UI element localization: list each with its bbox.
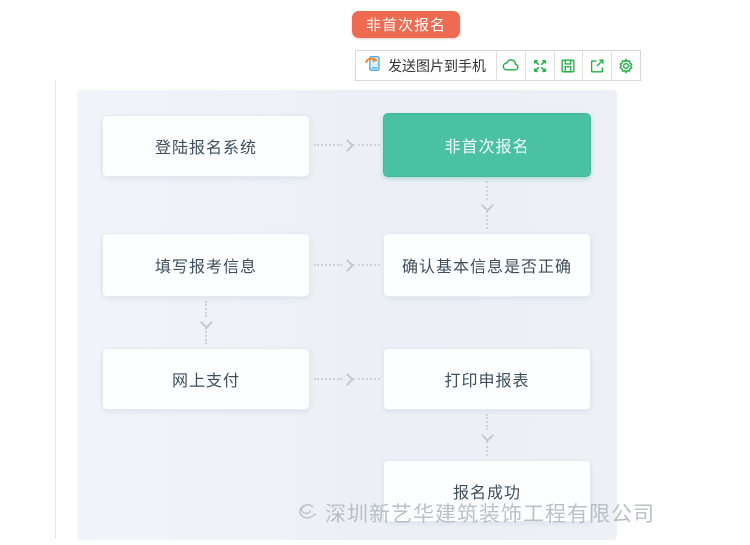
save-icon	[559, 57, 577, 75]
arrow-right-icon	[314, 138, 380, 152]
status-badge: 非首次报名	[352, 11, 461, 38]
arrow-right-icon	[314, 258, 380, 272]
share-icon	[588, 57, 606, 75]
share-button[interactable]	[582, 51, 611, 80]
arrow-down-icon	[480, 414, 494, 456]
send-to-phone-button[interactable]: 发送图片到手机	[356, 51, 496, 80]
save-button[interactable]	[553, 51, 583, 80]
expand-icon	[531, 57, 549, 75]
content-left-divider	[55, 80, 56, 538]
flow-node-pay: 网上支付	[102, 348, 310, 410]
flow-node-print-form: 打印申报表	[383, 348, 591, 410]
arrow-down-icon	[480, 181, 494, 229]
flow-node-label: 网上支付	[171, 373, 240, 390]
flow-node-login: 登陆报名系统	[102, 115, 310, 177]
flow-node-success: 报名成功	[383, 460, 591, 522]
cloud-button[interactable]	[496, 51, 525, 80]
flow-node-label: 填写报考信息	[154, 259, 257, 276]
flow-node-label: 非首次报名	[444, 139, 530, 156]
flow-node-label: 登陆报名系统	[154, 140, 257, 157]
cloud-icon	[501, 56, 520, 75]
flow-node-confirm-info: 确认基本信息是否正确	[383, 233, 591, 297]
watermark-swirl-icon	[293, 499, 319, 527]
settings-icon	[617, 57, 635, 75]
arrow-down-icon	[199, 301, 213, 344]
image-viewer-toolbar: 发送图片到手机	[355, 50, 641, 81]
flow-node-label: 确认基本信息是否正确	[401, 259, 572, 276]
phone-send-icon	[364, 54, 382, 78]
badge-label: 非首次报名	[366, 17, 447, 34]
flowchart-panel: 登陆报名系统 非首次报名 填写报考信息 确认基本信息是否正确 网上支付 打印申报…	[77, 90, 617, 540]
company-watermark: 深圳新艺华建筑装饰工程有限公司	[293, 498, 655, 528]
send-to-phone-label: 发送图片到手机	[388, 57, 486, 74]
flow-node-not-first: 非首次报名	[383, 113, 591, 177]
arrow-right-icon	[314, 372, 380, 386]
fullscreen-button[interactable]	[524, 51, 554, 80]
settings-button[interactable]	[611, 51, 640, 80]
flow-node-label: 报名成功	[452, 485, 521, 502]
watermark-text: 深圳新艺华建筑装饰工程有限公司	[325, 503, 655, 526]
flow-node-label: 打印申报表	[444, 373, 530, 390]
flow-node-fill-info: 填写报考信息	[102, 233, 310, 297]
